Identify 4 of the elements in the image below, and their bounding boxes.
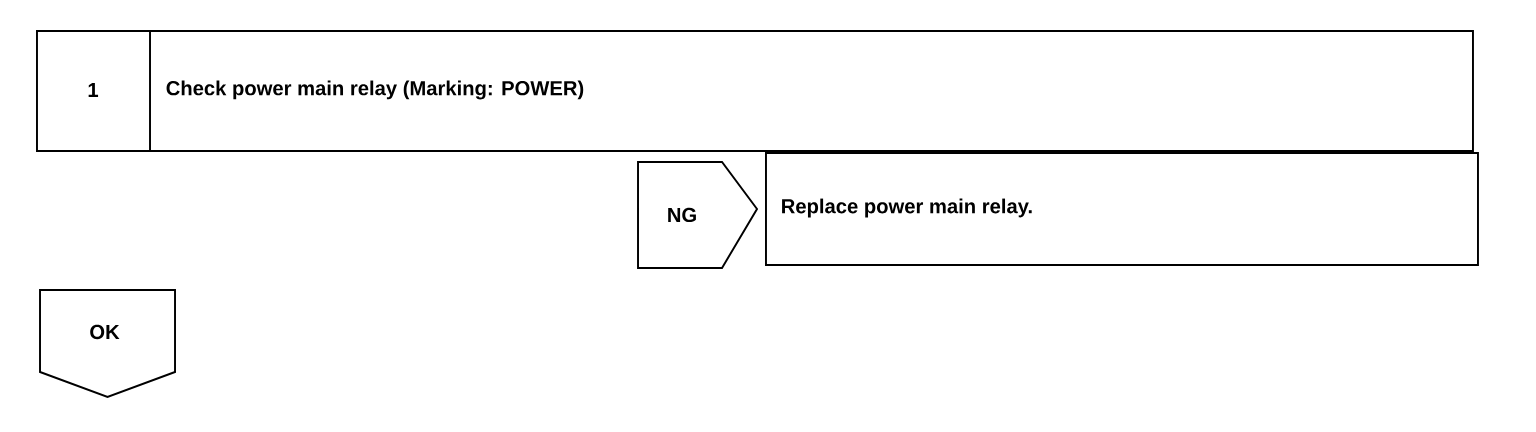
result-arrow <box>637 160 759 269</box>
step-box: 1 Check power main relay (Marking: POWER) <box>36 29 1474 152</box>
edge-label: NG <box>668 207 696 223</box>
action-box: Replace power main relay. <box>765 152 1479 266</box>
